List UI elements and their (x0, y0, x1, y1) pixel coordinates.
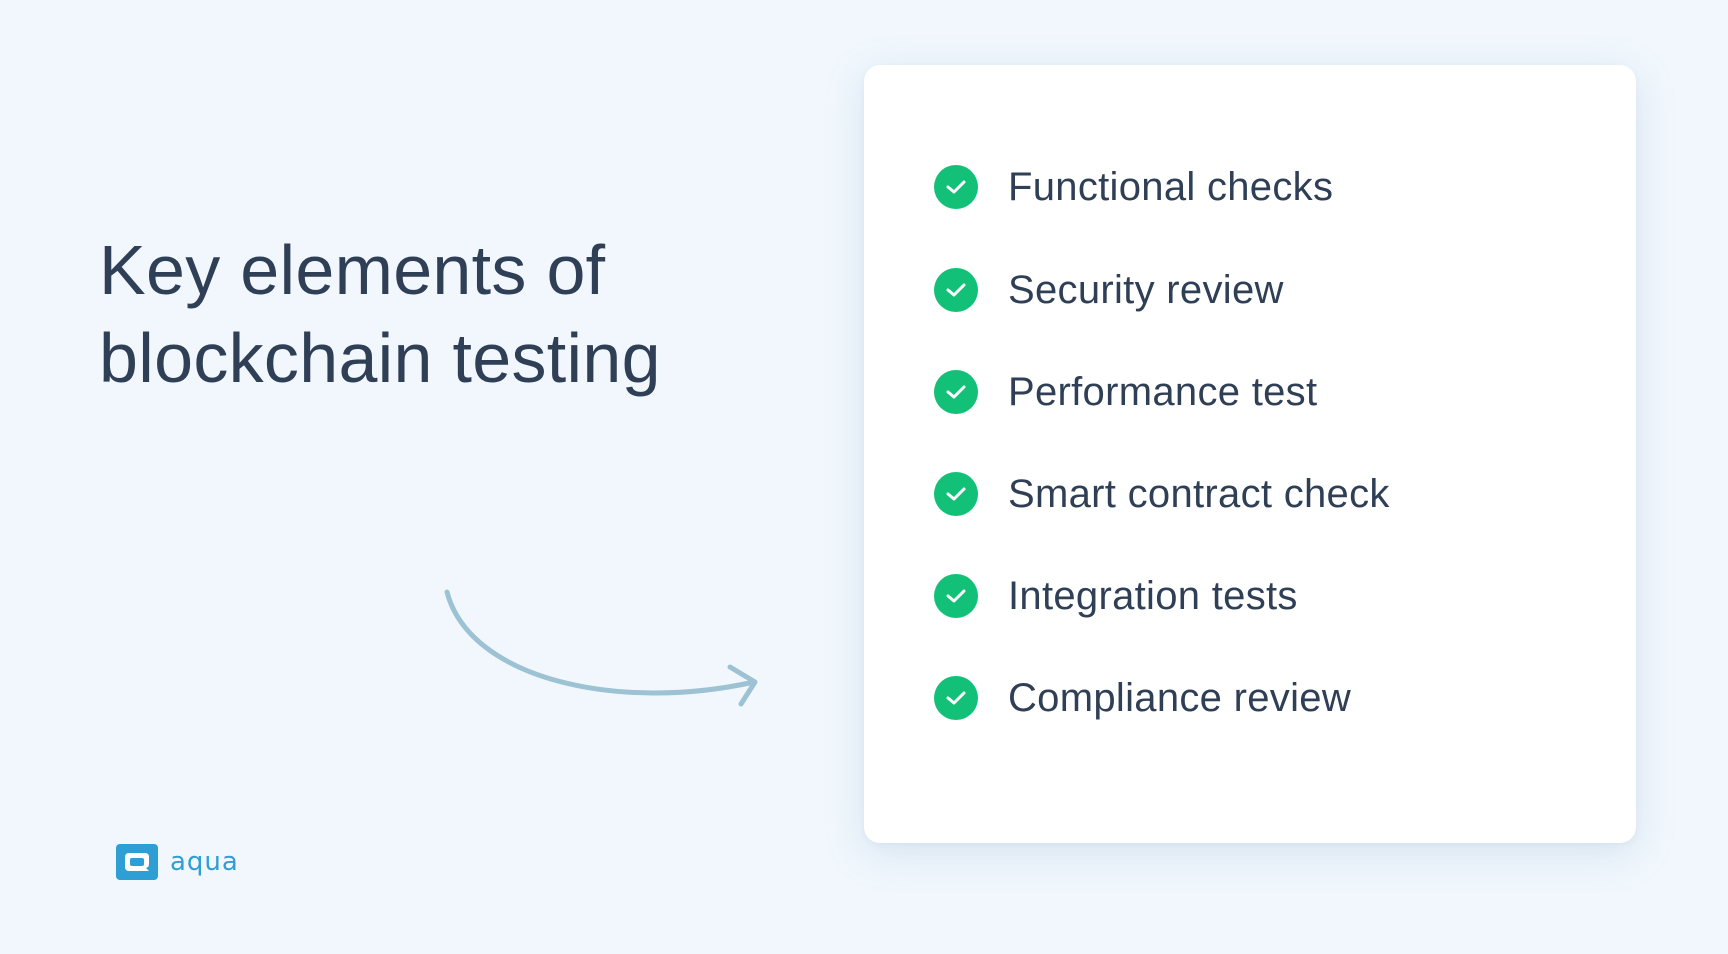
checklist-item: Functional checks (934, 164, 1333, 210)
checklist-item: Security review (934, 267, 1284, 313)
checklist-card: Functional checks Security review Perfor… (864, 65, 1636, 843)
check-circle-icon (934, 268, 978, 312)
checklist-item-label: Integration tests (1008, 573, 1298, 618)
page-title: Key elements of blockchain testing (99, 226, 661, 402)
check-circle-icon (934, 574, 978, 618)
check-circle-icon (934, 165, 978, 209)
title-line-2: blockchain testing (99, 319, 661, 397)
check-circle-icon (934, 370, 978, 414)
title-line-1: Key elements of (99, 231, 606, 309)
checklist-item-label: Smart contract check (1008, 471, 1390, 516)
check-circle-icon (934, 676, 978, 720)
checklist-item: Compliance review (934, 675, 1351, 721)
checklist-item-label: Performance test (1008, 369, 1318, 414)
checklist-item-label: Compliance review (1008, 675, 1352, 720)
checklist-item-label: Security review (1008, 267, 1284, 312)
checklist-item: Integration tests (934, 573, 1298, 619)
checklist-item-label: Functional checks (1008, 164, 1334, 209)
check-circle-icon (934, 472, 978, 516)
checklist-item: Performance test (934, 369, 1317, 415)
brand-name: aqua (170, 847, 239, 877)
brand-logo: aqua (116, 844, 239, 880)
checklist-item: Smart contract check (934, 471, 1390, 517)
aqua-logo-icon (116, 844, 158, 880)
